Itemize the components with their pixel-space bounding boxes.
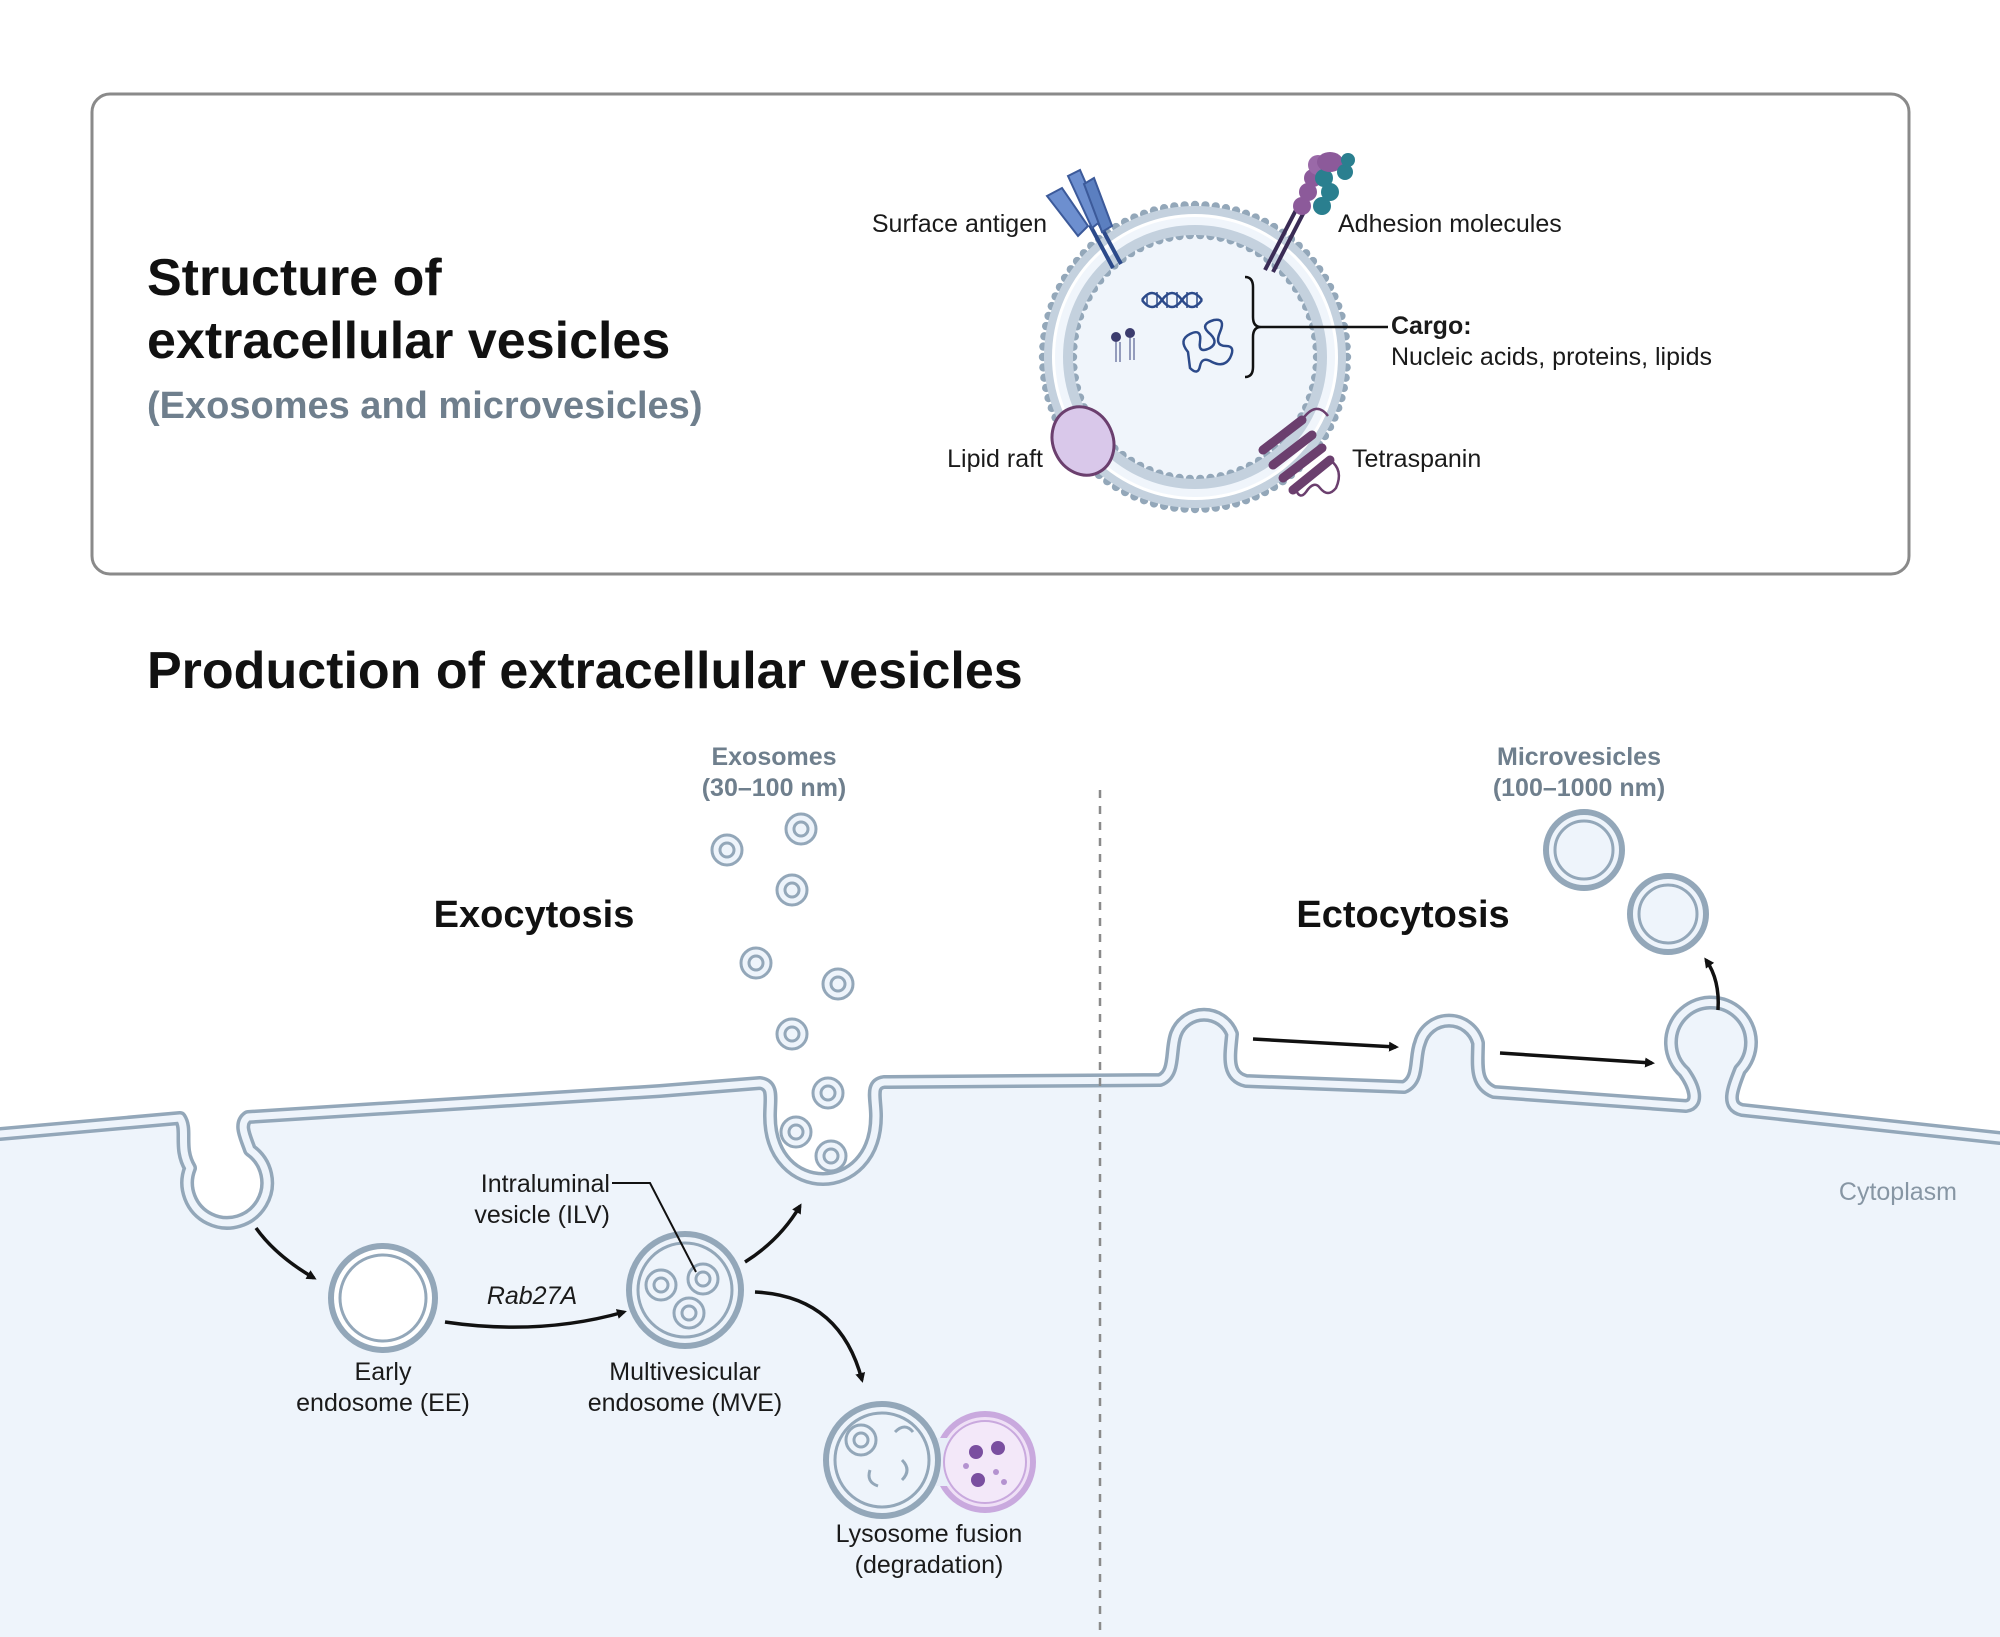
structure-title-line2: extracellular vesicles xyxy=(147,312,670,370)
lipid-raft-icon xyxy=(1050,405,1116,477)
ilv-label-line2: vesicle (ILV) xyxy=(474,1201,610,1229)
cargo-detail: Nucleic acids, proteins, lipids xyxy=(1391,343,1712,371)
protein-icon xyxy=(1182,318,1234,373)
ilv-label-line1: Intraluminal xyxy=(481,1170,610,1198)
rab27a-label: Rab27A xyxy=(487,1282,577,1310)
cargo-heading: Cargo: xyxy=(1391,312,1472,340)
structure-title-line1: Structure of xyxy=(147,249,442,307)
exocytosis-heading: Exocytosis xyxy=(434,894,635,936)
structure-subtitle: (Exosomes and microvesicles) xyxy=(147,385,702,427)
ilv-leader-line xyxy=(612,1182,697,1273)
exosomes-size-label: (30–100 nm) xyxy=(702,774,847,802)
microvesicles-size-label: (100–1000 nm) xyxy=(1493,774,1665,802)
ecto-arrow-2 xyxy=(1499,1051,1655,1068)
ev-vesicle-diagram xyxy=(1038,200,1352,514)
ectocytosis-heading: Ectocytosis xyxy=(1296,894,1509,936)
ee-label-line1: Early xyxy=(355,1358,412,1386)
mve-to-lysosome-arrow xyxy=(754,1290,866,1383)
multivesicular-endosome xyxy=(626,1231,744,1349)
structure-panel xyxy=(90,92,1911,576)
exosomes-label: Exosomes xyxy=(711,743,836,771)
lysosome-fusion xyxy=(823,1401,1036,1519)
tetraspanin-icon xyxy=(1258,407,1341,497)
lysosome-label-line2: (degradation) xyxy=(855,1551,1004,1579)
released-exosomes xyxy=(710,812,855,1051)
surface-antigen-icon xyxy=(1045,168,1123,269)
tetraspanin-label: Tetraspanin xyxy=(1352,445,1481,473)
rab27a-arrow xyxy=(444,1309,627,1329)
adhesion-molecules-label: Adhesion molecules xyxy=(1338,210,1562,238)
dna-icon xyxy=(1140,291,1204,309)
cytoplasm-area xyxy=(0,1002,2000,1637)
plasma-membrane-inner xyxy=(0,998,2000,1227)
ecto-arrow-1 xyxy=(1252,1037,1399,1052)
lipid-icon xyxy=(1111,328,1135,362)
cytoplasm-label: Cytoplasm xyxy=(1839,1178,1957,1206)
fusing-exosomes xyxy=(779,1076,848,1173)
surface-antigen-label: Surface antigen xyxy=(872,210,1047,238)
production-title: Production of extracellular vesicles xyxy=(147,642,1023,700)
mve-label-line2: endosome (MVE) xyxy=(588,1389,783,1417)
lipid-raft-label: Lipid raft xyxy=(947,445,1043,473)
ecto-arrow-release xyxy=(1704,957,1720,1011)
adhesion-molecules-icon xyxy=(1263,152,1355,273)
mve-label-line1: Multivesicular xyxy=(609,1358,760,1386)
ee-label-line2: endosome (EE) xyxy=(296,1389,470,1417)
endocytosis-arrow xyxy=(254,1226,317,1280)
early-endosome xyxy=(328,1243,438,1353)
microvesicles xyxy=(1543,809,1709,955)
microvesicles-label: Microvesicles xyxy=(1497,743,1661,771)
mve-to-membrane-arrow xyxy=(744,1203,802,1264)
lysosome-label-line1: Lysosome fusion xyxy=(836,1520,1023,1548)
